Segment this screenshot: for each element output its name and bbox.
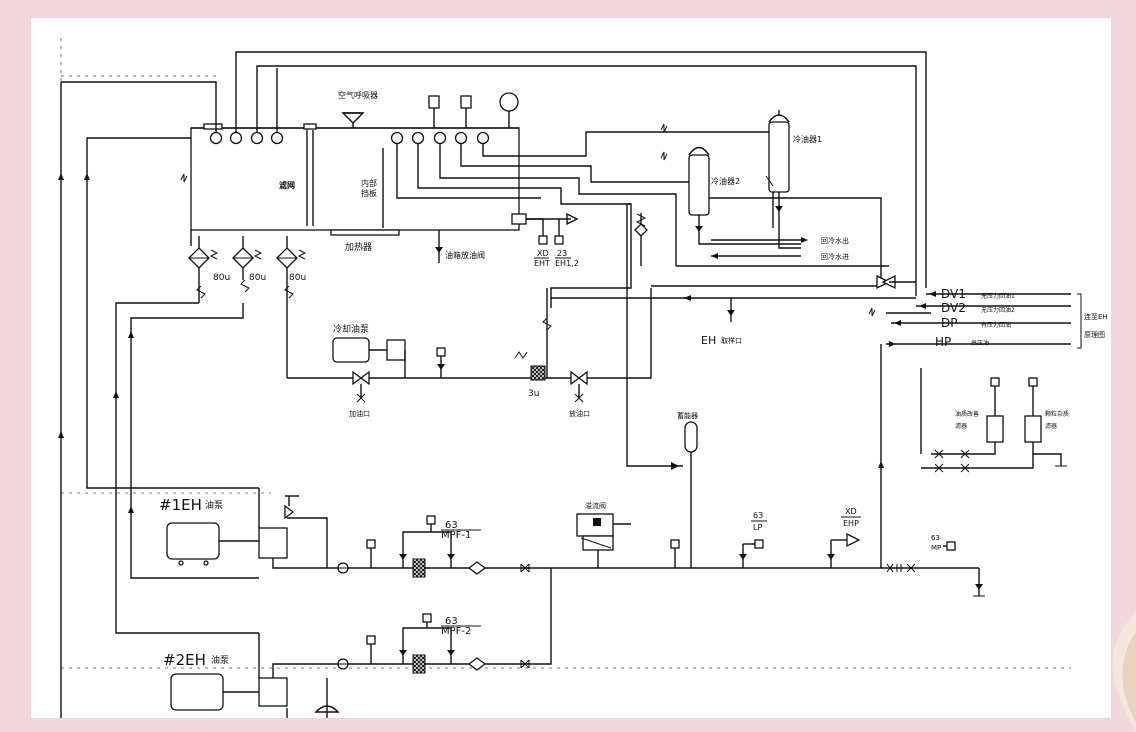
relief-valve (576, 513, 631, 568)
cooling-pump-label: 冷却油泵 (333, 323, 369, 335)
inner-baffle-label-1: 内部 (361, 178, 377, 188)
eh-sample-label: EH (701, 334, 716, 347)
corner-flower-decoration (1112, 612, 1136, 732)
cooling-pump (287, 288, 652, 403)
lp-label: LP (753, 523, 762, 532)
switch-23-label: 23 (557, 249, 567, 258)
pump2-label: #2EH (163, 651, 206, 669)
cw-in-label: 回冷水进 (821, 252, 849, 261)
xd-label: XD (537, 249, 549, 258)
dv1-note: 无压力回油1 (981, 292, 1015, 300)
tank-drain-valve-label: 油箱放油阀 (445, 250, 485, 260)
fill-port-label: 加油口 (349, 409, 370, 418)
ehp-label: EHP (843, 519, 859, 528)
oil-tank (180, 92, 579, 245)
cooler2-label: 冷油器2 (711, 176, 740, 186)
cooler-feed-lines (396, 131, 773, 308)
suction-filters (188, 230, 307, 378)
filter-screen-label: 滤网 (279, 180, 295, 190)
eh-sample-note: 取样口 (721, 336, 742, 345)
cooler1-label: 冷油器1 (793, 134, 822, 144)
to-eh-label-2: 原理图 (1084, 331, 1105, 339)
p63-2-label: 63 (445, 616, 458, 627)
regen-filter-2-label-b: 滤器 (1045, 422, 1057, 430)
mpf2-label: MPF-2 (441, 626, 471, 637)
dv1-label: DV1 (941, 287, 966, 301)
regen-filter-1-label-b: 滤器 (955, 422, 967, 430)
pump2-note: 油泵 (211, 654, 229, 666)
to-eh-label-1: 连至EH (1084, 312, 1108, 321)
accumulator-label: 蓄能器 (677, 411, 698, 420)
inner-baffle-label-2: 挡板 (361, 188, 377, 198)
xd-ehp-label: XD (845, 507, 857, 516)
hp-label: HP (935, 335, 951, 349)
schematic-sheet: 空气呼吸器 滤网 内部 挡板 加热器 油箱放油阀 XD EHT 23 EH1,2… (31, 18, 1111, 718)
eh-oil-system-diagram: 空气呼吸器 滤网 内部 挡板 加热器 油箱放油阀 XD EHT 23 EH1,2… (58, 38, 1108, 718)
left-trunk-lines (58, 82, 259, 718)
heater-label: 加热器 (345, 241, 372, 253)
dp-label: DP (941, 316, 957, 330)
eh12-label: EH1,2 (555, 259, 579, 268)
p63-1-label: 63 (445, 520, 458, 531)
top-return-lines (61, 51, 927, 296)
mpf1-label: MPF-1 (441, 530, 471, 541)
eh-pump-1 (166, 488, 328, 569)
eh-pump-2 (170, 568, 552, 718)
cooler-2 (688, 146, 801, 245)
dp-note: 有压力回油 (981, 321, 1011, 329)
dv2-label: DV2 (941, 301, 966, 315)
cw-out-label: 回冷水出 (821, 236, 849, 245)
mesh-80-2: 80u (213, 273, 230, 283)
accumulator (626, 203, 698, 568)
dv2-note: 无压力回油2 (981, 306, 1015, 314)
filter-3u-label: 3u (528, 389, 539, 399)
p63-lp-label: 63 (753, 511, 763, 520)
hp-header (287, 344, 985, 597)
drain-port-label: 放油口 (569, 409, 590, 418)
interface-lines (886, 291, 1082, 349)
regen-filter-1-label-a: 油质改善 (955, 410, 979, 418)
eh-sample-port (727, 298, 735, 322)
right-collector (551, 265, 931, 317)
mp-label: MP (931, 544, 941, 552)
pump1-label: #1EH (159, 496, 202, 514)
hp-note: 高压油 (971, 339, 989, 347)
mesh-80-3: 80u (289, 273, 306, 283)
p63-mp-label: 63 (931, 534, 940, 542)
regen-filter-2-label-a: 颗粒杂质 (1045, 410, 1069, 418)
regeneration-filters (920, 368, 1067, 473)
cooler-bypass (634, 123, 668, 266)
pump1-note: 油泵 (205, 499, 223, 511)
cooler-1 (765, 110, 801, 249)
air-breather-label: 空气呼吸器 (338, 90, 378, 100)
relief-valve-label: 溢流阀 (585, 501, 606, 510)
mesh-80-1: 80u (249, 273, 266, 283)
eht-label: EHT (534, 259, 550, 268)
cooling-water (709, 197, 882, 280)
